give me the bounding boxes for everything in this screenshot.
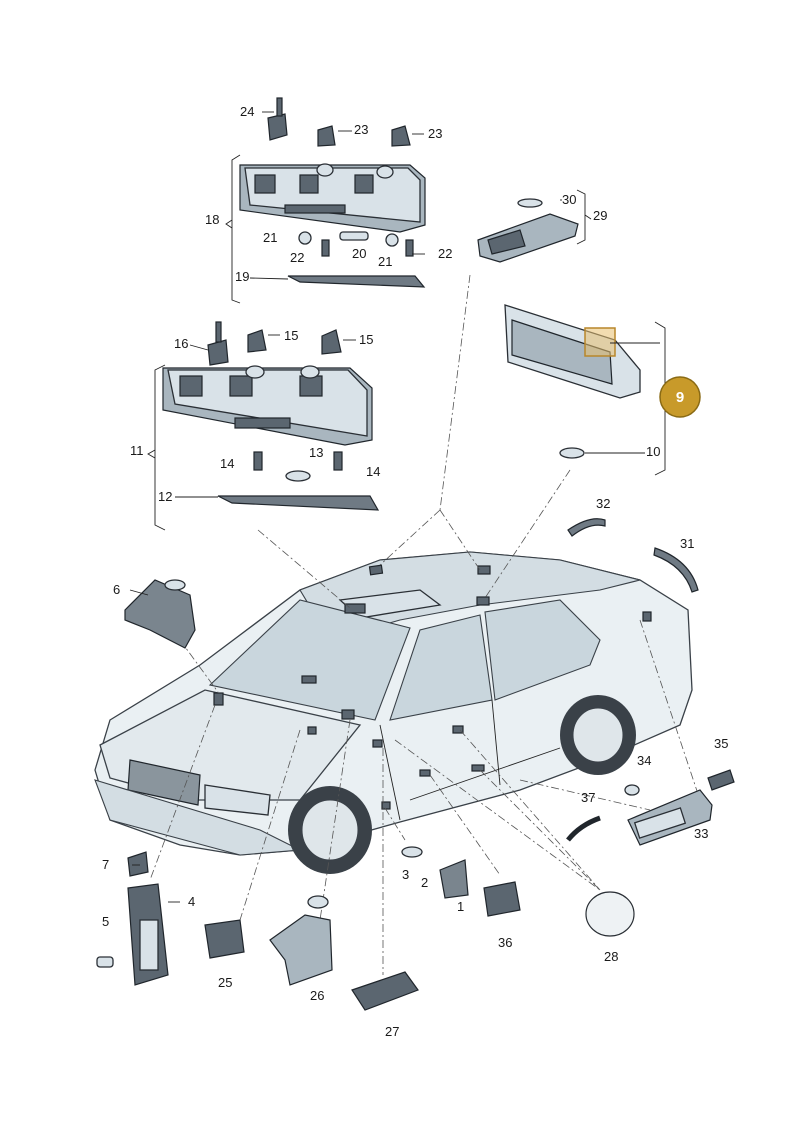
callout-22b: 22 bbox=[438, 246, 452, 261]
callout-5: 5 bbox=[102, 914, 109, 929]
callout-11: 11 bbox=[130, 443, 144, 458]
callout-33: 36 bbox=[498, 935, 512, 950]
callout-18: 18 bbox=[205, 212, 219, 227]
callout-1: 1 bbox=[457, 899, 464, 914]
cover-strip bbox=[287, 275, 426, 288]
callout-21b: 21 bbox=[378, 254, 392, 269]
part-29 bbox=[567, 518, 606, 537]
clip bbox=[317, 125, 336, 147]
callout-28: 31 bbox=[680, 536, 694, 551]
callout-4: 4 bbox=[188, 894, 195, 909]
part-25 bbox=[585, 891, 635, 937]
part-7 bbox=[127, 851, 149, 877]
callout-6: 6 bbox=[113, 582, 120, 597]
part-1 bbox=[439, 859, 469, 899]
callout-3: 3 bbox=[402, 867, 409, 882]
callout-25: 28 bbox=[604, 949, 618, 964]
part-34 bbox=[204, 919, 245, 959]
clip bbox=[321, 329, 342, 355]
reading-lamp bbox=[477, 198, 579, 263]
clip bbox=[391, 125, 411, 147]
mirror-light bbox=[504, 304, 641, 459]
callout-22a: 22 bbox=[290, 250, 304, 265]
part-33 bbox=[483, 881, 521, 917]
part-6 bbox=[124, 579, 196, 649]
cover-strip bbox=[217, 495, 380, 511]
arrow-icon bbox=[129, 111, 660, 903]
part-36 bbox=[566, 815, 601, 842]
callout-14b: 14 bbox=[366, 464, 380, 479]
callout-7: 7 bbox=[102, 857, 109, 872]
callout-29: 32 bbox=[596, 496, 610, 511]
part-35 bbox=[351, 971, 419, 1011]
connector bbox=[207, 339, 229, 366]
callout-27: 30 bbox=[562, 192, 576, 207]
callout-15b: 15 bbox=[359, 332, 373, 347]
callout-12: 12 bbox=[158, 489, 172, 504]
part-9-badge[interactable]: 9 bbox=[659, 376, 701, 418]
callout-16: 16 bbox=[174, 336, 188, 351]
callout-14a: 14 bbox=[220, 456, 234, 471]
highlight-box bbox=[584, 327, 616, 357]
callout-13: 13 bbox=[309, 445, 323, 460]
car-body bbox=[94, 551, 693, 874]
part-28 bbox=[653, 547, 699, 593]
part-32 bbox=[707, 769, 735, 791]
callout-24: 24 bbox=[240, 104, 254, 119]
dome-lamp-upper bbox=[239, 163, 426, 233]
callout-19: 19 bbox=[235, 269, 249, 284]
dome-lamp-lower bbox=[162, 365, 373, 446]
part-37 bbox=[269, 914, 333, 986]
callout-34: 25 bbox=[218, 975, 232, 990]
callout-31: 34 bbox=[637, 753, 651, 768]
callout-30: 33 bbox=[694, 826, 708, 841]
callout-32: 35 bbox=[714, 736, 728, 751]
connector bbox=[267, 113, 288, 141]
callout-37: 26 bbox=[310, 988, 324, 1003]
badge-number: 9 bbox=[676, 389, 684, 406]
callout-20: 20 bbox=[352, 246, 366, 261]
callout-26: 29 bbox=[593, 208, 607, 223]
callout-21a: 21 bbox=[263, 230, 277, 245]
callout-2: 2 bbox=[421, 875, 428, 890]
callout-35: 27 bbox=[385, 1024, 399, 1039]
leader-lines bbox=[149, 274, 701, 975]
clip bbox=[247, 329, 267, 353]
callout-23a: 23 bbox=[354, 122, 368, 137]
callout-36: 37 bbox=[581, 790, 595, 805]
callout-15a: 15 bbox=[284, 328, 298, 343]
callout-10: 10 bbox=[646, 444, 660, 459]
callout-23b: 23 bbox=[428, 126, 442, 141]
